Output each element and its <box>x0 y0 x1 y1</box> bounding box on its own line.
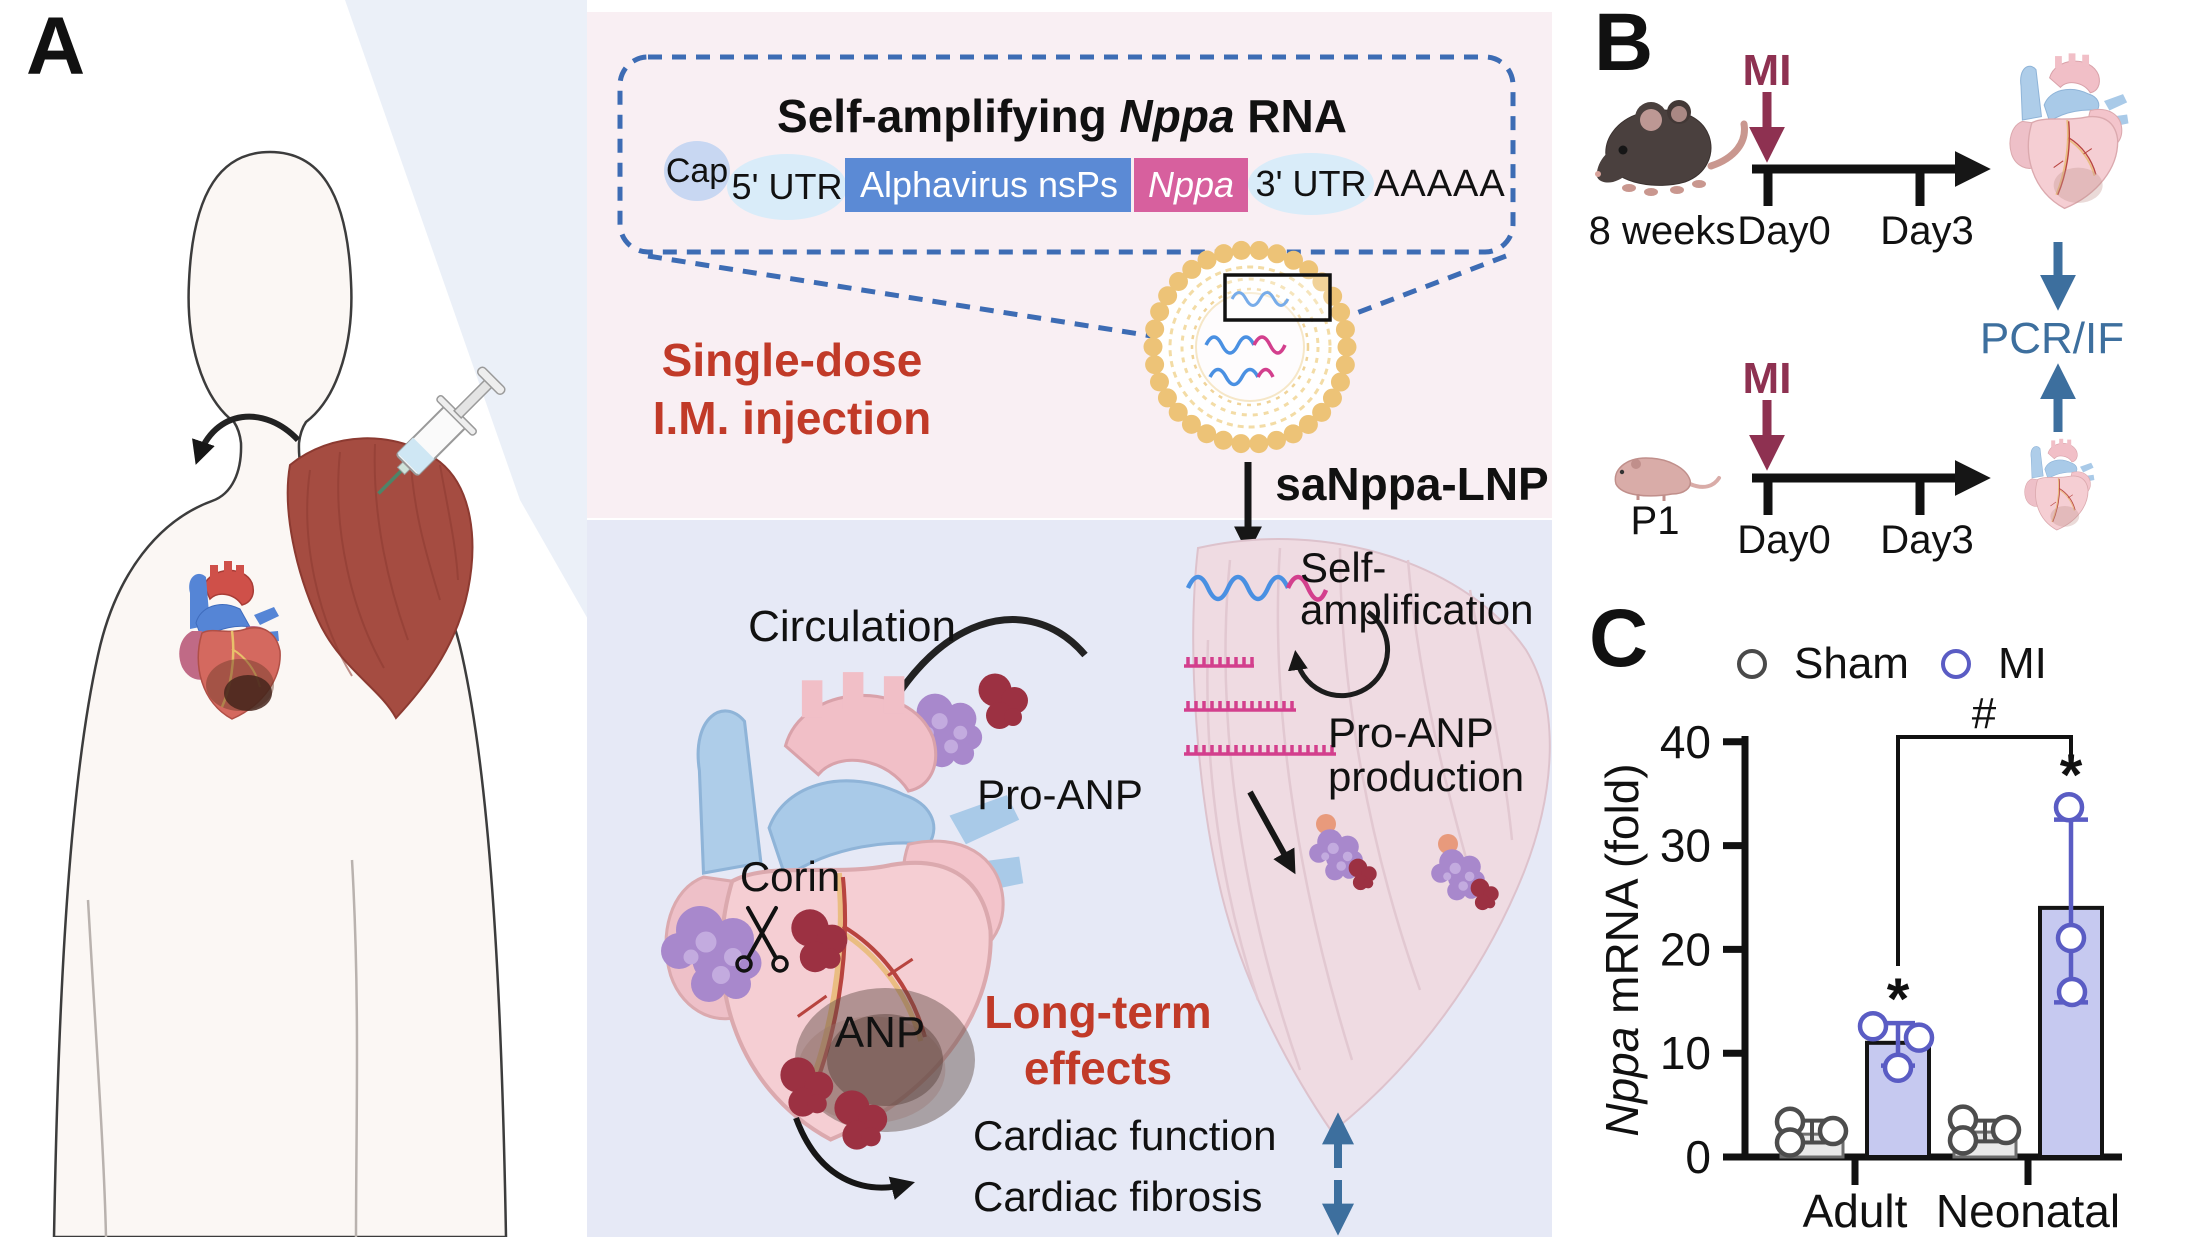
production-label-line1: Pro-ANP <box>1328 709 1494 756</box>
day3-label-neonatal: Day3 <box>1880 518 1974 562</box>
mi-label-neonatal: MI <box>1742 354 1792 403</box>
significance-star-adult: * <box>1886 967 1910 1032</box>
injection-label-line2: I.M. injection <box>652 392 932 444</box>
neonatal-age-label: P1 <box>1630 499 1680 543</box>
cardiac-function-label: Cardiac function <box>973 1112 1277 1159</box>
neonatal-pup-icon <box>1614 457 1721 501</box>
anp-label: ANP <box>834 1008 926 1057</box>
utr3-ellipse <box>1248 153 1374 215</box>
anp-to-effects-arrow <box>793 1116 915 1200</box>
corin-label: Corin <box>739 853 841 900</box>
polya-label: AAAAA <box>1374 163 1506 205</box>
panel-c-label: C <box>1589 593 1649 684</box>
significance-bracket <box>1896 735 2073 966</box>
utr5-ellipse <box>727 154 847 220</box>
human-silhouette <box>52 150 508 1237</box>
injection-to-heart-arrow <box>192 413 301 465</box>
lnp-inset-rectangle <box>1223 273 1332 322</box>
rna-copies <box>1184 657 1336 756</box>
nppa-box <box>1134 158 1248 212</box>
funnel-line-right <box>1353 253 1507 317</box>
replicating-rna <box>1184 574 1336 756</box>
adult-mouse-icon <box>1595 100 1748 196</box>
self-amplification-line2: amplification <box>1300 586 1534 633</box>
panel-b-label: B <box>1594 0 1654 88</box>
svg-text:40: 40 <box>1660 716 1711 768</box>
lnp-particle <box>1143 240 1357 454</box>
long-term-line1: Long-term <box>984 986 1212 1038</box>
significance-hash: # <box>1971 689 1997 738</box>
svg-text:10: 10 <box>1660 1027 1711 1079</box>
pro-anp-label: Pro-ANP <box>977 771 1143 818</box>
self-amplification-line1: Self- <box>1300 544 1387 591</box>
cardiac-fibrosis-label: Cardiac fibrosis <box>973 1173 1263 1220</box>
production-arrow <box>1247 790 1296 875</box>
construct-title-gene: Nppa <box>1119 90 1235 142</box>
skeletal-muscle <box>1192 538 1551 1134</box>
day0-label-adult: Day0 <box>1737 209 1831 253</box>
production-label-line2: production <box>1328 753 1525 800</box>
self-amplification-cycle-arrow <box>1288 609 1391 699</box>
nsps-box <box>845 158 1131 212</box>
chest-heart <box>179 561 281 720</box>
nppa-box-label: Nppa <box>1147 164 1235 205</box>
panel-b-graphics <box>1595 52 2130 531</box>
scissors-icon <box>735 906 789 973</box>
nsps-label: Alphavirus nsPs <box>859 164 1119 205</box>
assay-label: PCR/IF <box>1979 314 2125 363</box>
significance-star-neonatal: * <box>2059 743 2083 808</box>
svg-text:20: 20 <box>1660 923 1711 975</box>
mi-label-adult: MI <box>1742 46 1792 95</box>
infarct-core <box>827 1014 943 1106</box>
svg-text:Neonatal: Neonatal <box>1936 1185 2120 1237</box>
y-axis-label-gene: Nppa <box>1596 1026 1648 1137</box>
lnp-label: saNppa-LNP <box>1275 458 1549 510</box>
legend-mi-label: MI <box>1998 639 2047 688</box>
syringe-icon <box>377 366 506 495</box>
neonatal-heart-icon <box>2024 438 2095 531</box>
cap-ellipse <box>664 141 730 201</box>
deltoid-muscle <box>286 437 474 720</box>
rna-construct <box>664 141 1374 220</box>
legend-mi-marker <box>1941 649 1971 679</box>
utr3-label: 3' UTR <box>1255 163 1367 204</box>
svg-text:30: 30 <box>1660 820 1711 872</box>
construct-title-prefix: Self-amplifying <box>777 90 1120 142</box>
y-axis-label: Nppa mRNA (fold) <box>1596 763 1648 1137</box>
legend-sham-marker <box>1737 649 1767 679</box>
circulation-label: Circulation <box>748 602 956 651</box>
day3-label-adult: Day3 <box>1880 209 1974 253</box>
adult-heart-icon <box>2008 52 2130 210</box>
construct-title: Self-amplifying Nppa RNA <box>777 93 1347 139</box>
panel-a-label: A <box>26 1 86 92</box>
zoom-beam <box>345 0 940 1237</box>
funnel-line-left <box>647 253 1153 339</box>
long-term-line2: effects <box>1023 1042 1173 1094</box>
y-axis-label-rest: mRNA (fold) <box>1596 763 1648 1027</box>
legend-sham-label: Sham <box>1794 639 1909 688</box>
svg-text:Adult: Adult <box>1803 1185 1908 1237</box>
day0-label-neonatal: Day0 <box>1737 518 1831 562</box>
cap-label: Cap <box>665 152 729 190</box>
utr5-label: 5' UTR <box>731 166 843 207</box>
injection-label-line1: Single-dose <box>661 334 923 386</box>
svg-text:0: 0 <box>1685 1131 1711 1183</box>
adult-age-label: 8 weeks <box>1588 209 1736 253</box>
construct-dashed-box <box>617 54 1516 255</box>
construct-title-suffix: RNA <box>1234 90 1347 142</box>
panel-a-top-background <box>587 12 1552 518</box>
